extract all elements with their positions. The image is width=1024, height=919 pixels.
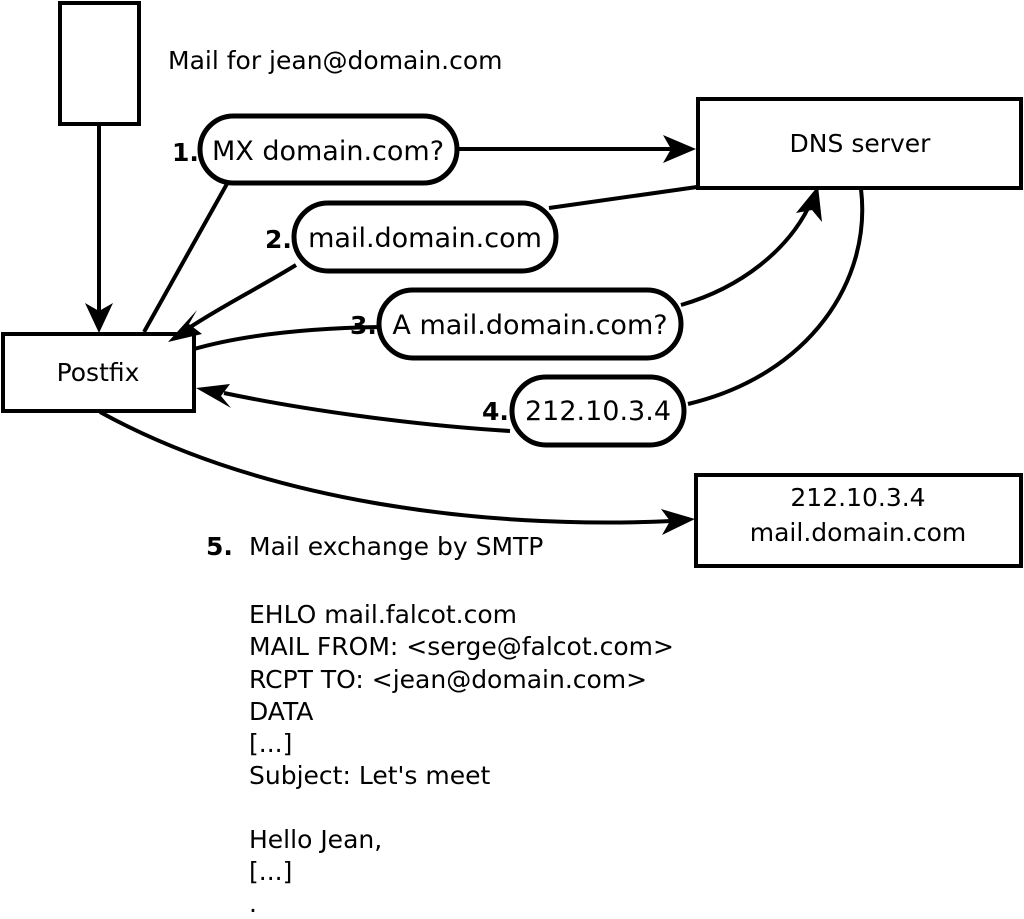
smtp-line: . bbox=[249, 889, 257, 918]
node-mailserver-box bbox=[694, 473, 1023, 568]
edge-dns-to-bubble4 bbox=[687, 188, 865, 406]
arrowhead-bubble3-to-dns bbox=[796, 186, 822, 222]
node-postfix-box bbox=[1, 332, 196, 413]
edge-postfix-to-mailserver bbox=[99, 410, 673, 525]
smtp-line: DATA bbox=[249, 697, 313, 726]
step-number-3: 3. bbox=[350, 311, 377, 340]
smtp-line: [...] bbox=[249, 857, 292, 886]
smtp-transcript: EHLO mail.falcot.com MAIL FROM: <serge@f… bbox=[249, 600, 674, 918]
edge-bubble1-tail bbox=[142, 181, 230, 333]
smtp-line: EHLO mail.falcot.com bbox=[249, 600, 517, 629]
node-mailserver-host: mail.domain.com bbox=[750, 518, 966, 547]
node-dns-label: DNS server bbox=[790, 129, 932, 158]
smtp-line: Subject: Let's meet bbox=[249, 761, 490, 790]
bubble-step-3-label: A mail.domain.com? bbox=[392, 310, 667, 341]
bubble-step-1 bbox=[197, 113, 460, 186]
edge-postfix-to-bubble3 bbox=[193, 325, 381, 351]
node-client-box bbox=[58, 1, 141, 126]
step-5-label: Mail exchange by SMTP bbox=[249, 532, 543, 561]
step-number-5: 5. bbox=[206, 532, 233, 561]
edge-bubble2-to-postfix bbox=[184, 263, 298, 332]
arrowhead-postfix-to-mailserver bbox=[661, 509, 695, 535]
bubble-step-4-label: 212.10.3.4 bbox=[525, 396, 671, 427]
smtp-line: MAIL FROM: <serge@falcot.com> bbox=[249, 632, 674, 661]
step-number-2: 2. bbox=[265, 225, 292, 254]
bubble-step-4 bbox=[509, 374, 687, 448]
smtp-line: RCPT TO: <jean@domain.com> bbox=[249, 665, 647, 694]
arrowhead-bubble1-to-dns bbox=[663, 135, 696, 163]
edge-dns-to-bubble2 bbox=[548, 185, 698, 210]
edge-bubble4-to-postfix bbox=[223, 391, 511, 433]
bubble-step-1-label: MX domain.com? bbox=[212, 136, 444, 167]
smtp-line: Hello Jean, bbox=[249, 825, 382, 854]
arrowhead-client-to-postfix bbox=[85, 303, 113, 333]
node-mailserver-ip: 212.10.3.4 bbox=[790, 483, 925, 512]
bubble-step-2-label: mail.domain.com bbox=[308, 223, 542, 254]
step-number-1: 1. bbox=[172, 138, 199, 167]
node-dns-box bbox=[696, 97, 1023, 190]
bubble-step-3 bbox=[376, 287, 684, 361]
node-postfix-label: Postfix bbox=[57, 358, 140, 387]
bubble-step-2 bbox=[291, 200, 559, 274]
step-number-4: 4. bbox=[482, 397, 509, 426]
mail-for-note: Mail for jean@domain.com bbox=[168, 46, 503, 75]
arrowhead-bubble4-to-postfix bbox=[196, 384, 231, 408]
smtp-line: [...] bbox=[249, 729, 292, 758]
edge-bubble3-to-dns bbox=[680, 199, 814, 307]
arrowhead-bubble2-to-postfix bbox=[168, 310, 202, 342]
